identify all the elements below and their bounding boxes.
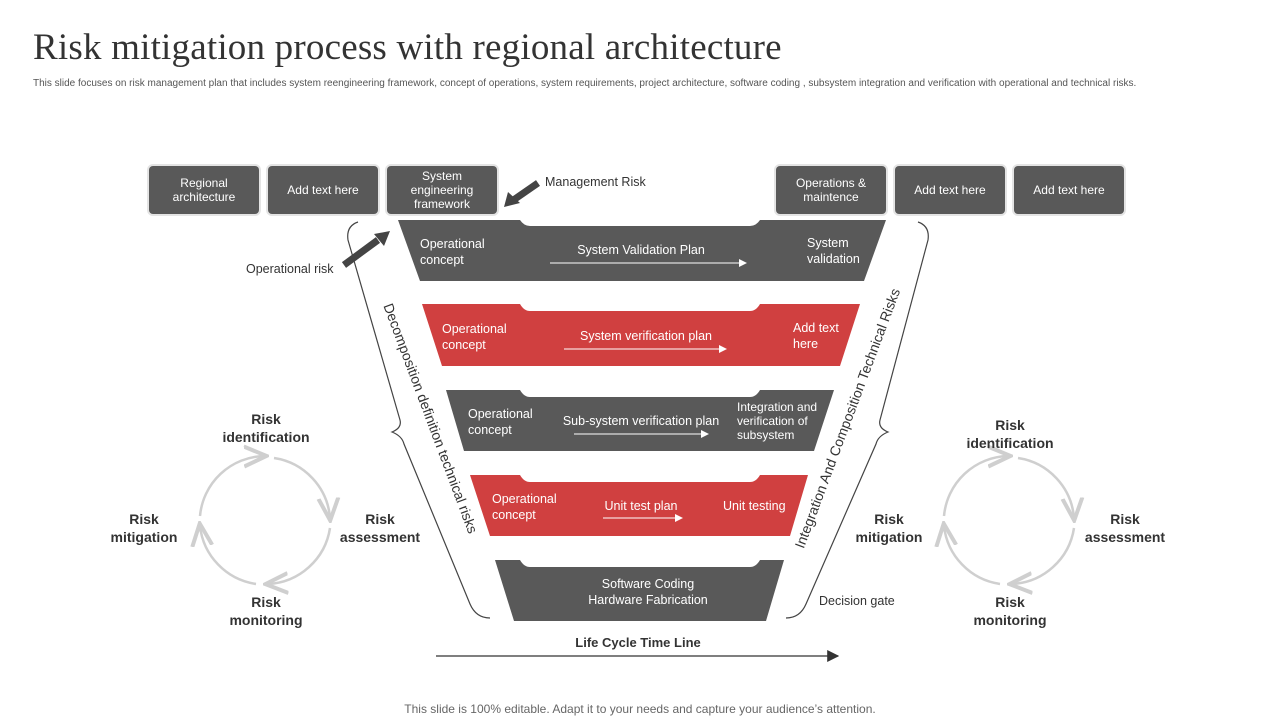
- band-5: [495, 560, 784, 621]
- decision-gate-label: Decision gate: [819, 594, 895, 608]
- operational-risk-arrow: [341, 237, 381, 268]
- top-box-add-text-2: Add text here: [895, 166, 1005, 214]
- band-1: [398, 220, 886, 281]
- risk-left-monitoring: Risk monitoring: [229, 594, 303, 628]
- risk-right-monitoring: Risk monitoring: [973, 594, 1047, 628]
- top-box-regional-architecture: Regional architecture: [149, 166, 259, 214]
- management-risk-label: Management Risk: [545, 175, 646, 189]
- risk-left-assessment: Risk assessment: [339, 511, 421, 545]
- band-3-right: Integration and verification of subsyste…: [737, 400, 818, 442]
- management-risk-arrow: [510, 180, 540, 204]
- risk-right-mitigation: Risk mitigation: [855, 511, 923, 545]
- band-4-middle: Unit test plan: [604, 499, 678, 513]
- band-5-middle: Software Coding Hardware Fabrication: [588, 577, 708, 607]
- band-2: [422, 304, 860, 366]
- operational-risk-label: Operational risk: [246, 262, 334, 276]
- risk-left-mitigation: Risk mitigation: [110, 511, 178, 545]
- band-4-right: Unit testing: [723, 499, 786, 513]
- left-brace: [347, 221, 491, 619]
- band-2-left: Operational concept: [442, 322, 507, 352]
- footer-note: This slide is 100% editable. Adapt it to…: [404, 702, 876, 716]
- risk-cycle-right: [944, 456, 1074, 584]
- band-1-left: Operational concept: [420, 237, 485, 267]
- band-4: [470, 475, 808, 536]
- top-box-add-text-3: Add text here: [1014, 166, 1124, 214]
- management-risk-arrowhead: [504, 192, 520, 207]
- band-1-middle: System Validation Plan: [577, 243, 705, 257]
- top-box-add-text-1: Add text here: [268, 166, 378, 214]
- risk-right-assessment: Risk assessment: [1084, 511, 1166, 545]
- page-title: Risk mitigation process with regional ar…: [33, 27, 782, 68]
- top-box-system-engineering: System engineering framework: [387, 166, 497, 214]
- page-subtitle: This slide focuses on risk management pl…: [33, 78, 1137, 89]
- right-brace: [785, 221, 929, 619]
- risk-cycle-left: [200, 456, 330, 584]
- risk-right-identification: Risk identification: [966, 417, 1054, 451]
- band-3-middle: Sub-system verification plan: [562, 414, 720, 428]
- top-box-operations: Operations & maintence: [776, 166, 886, 214]
- lifecycle-label: Life Cycle Time Line: [575, 635, 701, 650]
- band-4-left: Operational concept: [492, 492, 557, 522]
- band-2-middle: System verification plan: [579, 329, 712, 343]
- operational-risk-arrowhead: [374, 231, 390, 246]
- band-3: [446, 390, 834, 451]
- band-2-right: Add text here: [793, 321, 839, 351]
- risk-left-identification: Risk identification: [222, 411, 310, 445]
- band-1-right: System validation: [807, 236, 860, 266]
- band-3-left: Operational concept: [468, 407, 533, 437]
